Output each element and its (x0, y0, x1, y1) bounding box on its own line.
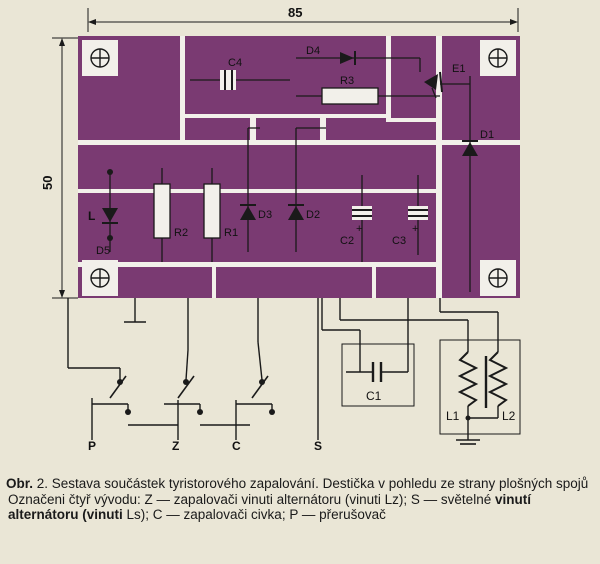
height-dimension-label: 50 (40, 176, 55, 190)
capacitor-c2 (352, 206, 372, 220)
thyristor-e1 (424, 71, 443, 99)
caption-text-2c: Ls); C — zapalovači civka; P — přerušova… (122, 507, 386, 522)
terminal-z: Z (172, 439, 179, 453)
terminal-s: S (314, 439, 322, 453)
label-r3: R3 (340, 75, 354, 87)
mounting-holes (82, 40, 516, 296)
label-d3: D3 (258, 209, 272, 221)
caption-label: Obr. (6, 476, 34, 491)
diode-d4 (340, 51, 356, 65)
capacitor-c3 (408, 206, 428, 220)
caption-line-2: Označeni čtyř vývodu: Z — zapalovači vin… (6, 492, 596, 523)
dimension-lines (52, 8, 519, 299)
coil-l2 (468, 351, 509, 419)
pcb-board (78, 36, 520, 298)
dimension-arrow-left (88, 19, 96, 25)
caption-text-2b: vinutí alternátoru (vinuti (8, 491, 531, 523)
resistor-r2 (153, 183, 171, 239)
label-r1: R1 (224, 227, 238, 239)
c2-plus: + (356, 223, 362, 235)
dimension-arrow-top (59, 38, 65, 46)
caption-line-1: Obr. 2. Sestava součástek tyristorového … (6, 476, 596, 492)
caption-text-1: 2. Sestava součástek tyristorového zapal… (33, 476, 589, 491)
copper-gaps (78, 36, 520, 298)
label-d5: D5 (96, 245, 110, 257)
label-c1: C1 (366, 389, 382, 403)
coil-l1 (457, 351, 479, 440)
label-c2: C2 (340, 235, 354, 247)
resistor-r3 (321, 87, 379, 105)
external-wiring (67, 298, 499, 440)
c3-plus: + (412, 223, 418, 235)
led-d5 (102, 169, 118, 241)
coil-box (439, 339, 521, 435)
circuit-diagram: 85 50 (40, 5, 521, 453)
label-d4: D4 (306, 45, 320, 57)
label-l2: L2 (502, 409, 516, 423)
label-c4: C4 (228, 57, 242, 69)
terminal-c: C (232, 439, 241, 453)
label-c3: C3 (392, 235, 406, 247)
label-l1: L1 (446, 409, 460, 423)
diode-d3 (240, 204, 256, 220)
label-d1: D1 (480, 129, 494, 141)
label-r2: R2 (174, 227, 188, 239)
terminal-p: P (88, 439, 96, 453)
diode-d1 (462, 140, 478, 156)
capacitor-c1 (346, 362, 408, 382)
label-d2: D2 (306, 209, 320, 221)
diode-d2 (288, 204, 304, 220)
capacitor-c1-box (341, 343, 415, 407)
figure-caption: Obr. 2. Sestava součástek tyristorového … (6, 476, 596, 523)
dimension-arrow-bottom (59, 290, 65, 298)
caption-text-2a: Označeni čtyř vývodu: Z — zapalovači vin… (8, 491, 495, 507)
switch-levers (109, 375, 269, 399)
switch-contacts (117, 379, 275, 415)
label-e1: E1 (452, 63, 465, 75)
capacitor-c4 (220, 70, 236, 90)
dimension-arrow-right (510, 19, 518, 25)
coil-junction (465, 415, 471, 421)
ground-symbol (456, 439, 480, 445)
resistor-r1 (203, 183, 221, 239)
width-dimension-label: 85 (288, 5, 302, 20)
label-l: L (88, 209, 95, 223)
